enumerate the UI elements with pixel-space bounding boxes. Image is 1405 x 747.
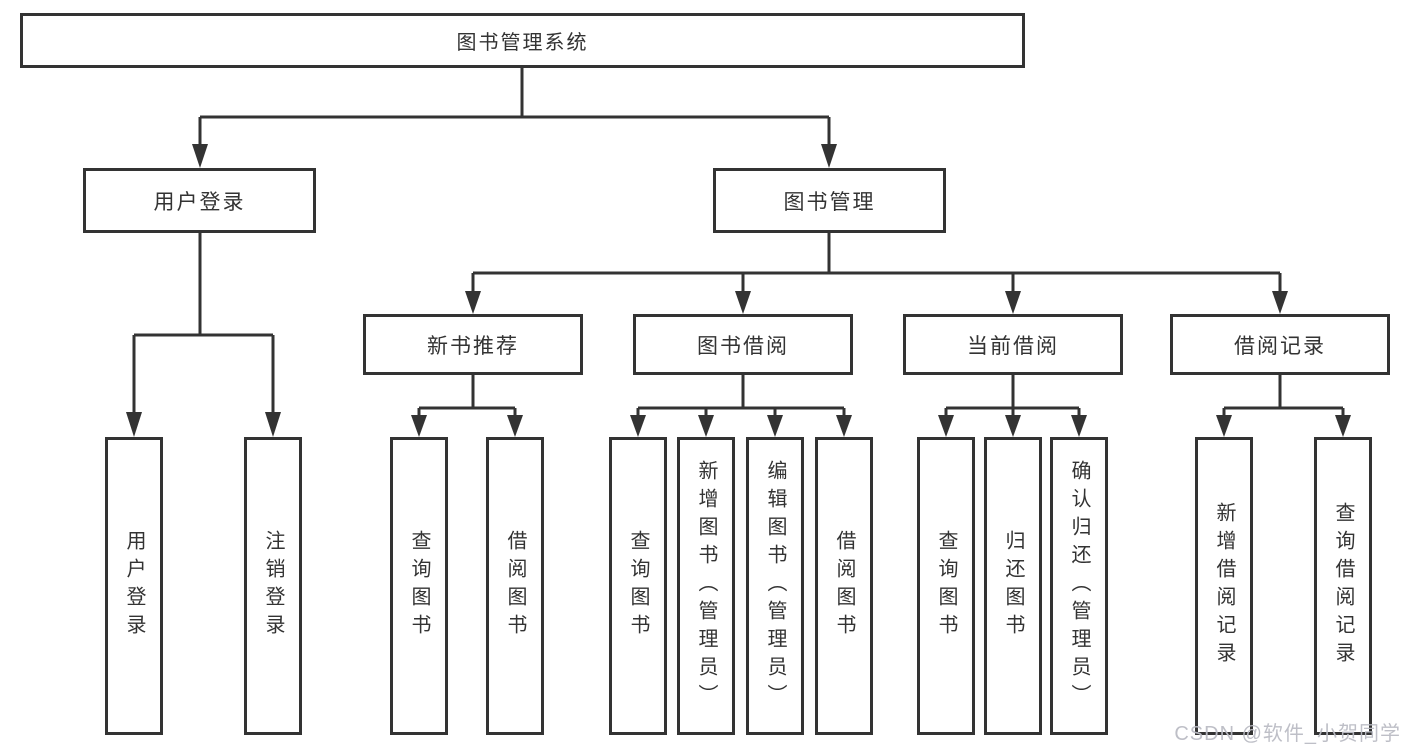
arrowhead [126,412,142,437]
arrowhead [265,412,281,437]
arrowhead [1005,415,1021,437]
leaf-add-book-admin: 新增图书（管理员） [677,437,735,735]
node-current-borrow: 当前借阅 [903,314,1123,375]
leaf-query-book-1: 查询图书 [390,437,448,735]
arrowhead [938,415,954,437]
leaf-add-borrow-record-label: 新增借阅记录 [1213,502,1235,670]
leaf-logout-label: 注销登录 [262,530,284,642]
arrowhead [630,415,646,437]
watermark: CSDN @软件_小贺同学 [1174,723,1401,745]
connector [1222,375,1345,419]
leaf-add-book-admin-label: 新增图书（管理员） [695,460,717,712]
node-borrow-record: 借阅记录 [1170,314,1390,375]
leaf-query-borrow-record-label: 查询借阅记录 [1332,502,1354,670]
node-user-login-label: 用户登录 [153,190,246,214]
node-book-borrow: 图书借阅 [633,314,853,375]
leaf-confirm-return-admin-label: 确认归还（管理员） [1068,460,1090,712]
arrowhead [1216,415,1232,437]
arrowhead [507,415,523,437]
node-current-borrow-label: 当前借阅 [967,334,1059,358]
leaf-query-book-1-label: 查询图书 [408,530,430,642]
arrowhead [821,144,837,168]
node-root-label: 图书管理系统 [456,32,589,54]
leaf-user-login: 用户登录 [105,437,163,735]
node-book-management: 图书管理 [713,168,946,233]
arrowhead [465,291,481,314]
node-book-borrow-label: 图书借阅 [697,334,789,358]
arrowhead [735,291,751,314]
leaf-query-book-3-label: 查询图书 [935,530,957,642]
arrowhead [1071,415,1087,437]
connector [471,233,1282,295]
leaf-user-login-label: 用户登录 [123,530,145,642]
leaf-return-book: 归还图书 [984,437,1042,735]
connector [636,375,846,419]
leaf-logout: 注销登录 [244,437,302,735]
arrowhead [836,415,852,437]
arrowhead [1335,415,1351,437]
leaf-confirm-return-admin: 确认归还（管理员） [1050,437,1108,735]
leaf-return-book-label: 归还图书 [1002,530,1024,642]
connector [132,233,275,417]
arrowhead [1272,291,1288,314]
leaf-borrow-book-1-label: 借阅图书 [504,530,526,642]
arrowhead [411,415,427,437]
leaf-query-book-3: 查询图书 [917,437,975,735]
node-new-book-recommend-label: 新书推荐 [427,334,519,358]
leaf-borrow-book-1: 借阅图书 [486,437,544,735]
leaf-query-book-2-label: 查询图书 [627,530,649,642]
node-borrow-record-label: 借阅记录 [1234,334,1326,358]
leaf-edit-book-admin: 编辑图书（管理员） [746,437,804,735]
arrowhead [1005,291,1021,314]
leaf-borrow-book-2-label: 借阅图书 [833,530,855,642]
arrowhead [192,144,208,168]
leaf-query-book-2: 查询图书 [609,437,667,735]
leaf-edit-book-admin-label: 编辑图书（管理员） [764,460,786,712]
connector [944,375,1081,419]
node-root: 图书管理系统 [20,13,1025,68]
connector [198,68,831,148]
leaf-query-borrow-record: 查询借阅记录 [1314,437,1372,735]
arrowhead [767,415,783,437]
connector [417,375,517,419]
arrowhead [698,415,714,437]
leaf-borrow-book-2: 借阅图书 [815,437,873,735]
node-user-login: 用户登录 [83,168,316,233]
leaf-add-borrow-record: 新增借阅记录 [1195,437,1253,735]
node-new-book-recommend: 新书推荐 [363,314,583,375]
node-book-management-label: 图书管理 [783,190,876,214]
